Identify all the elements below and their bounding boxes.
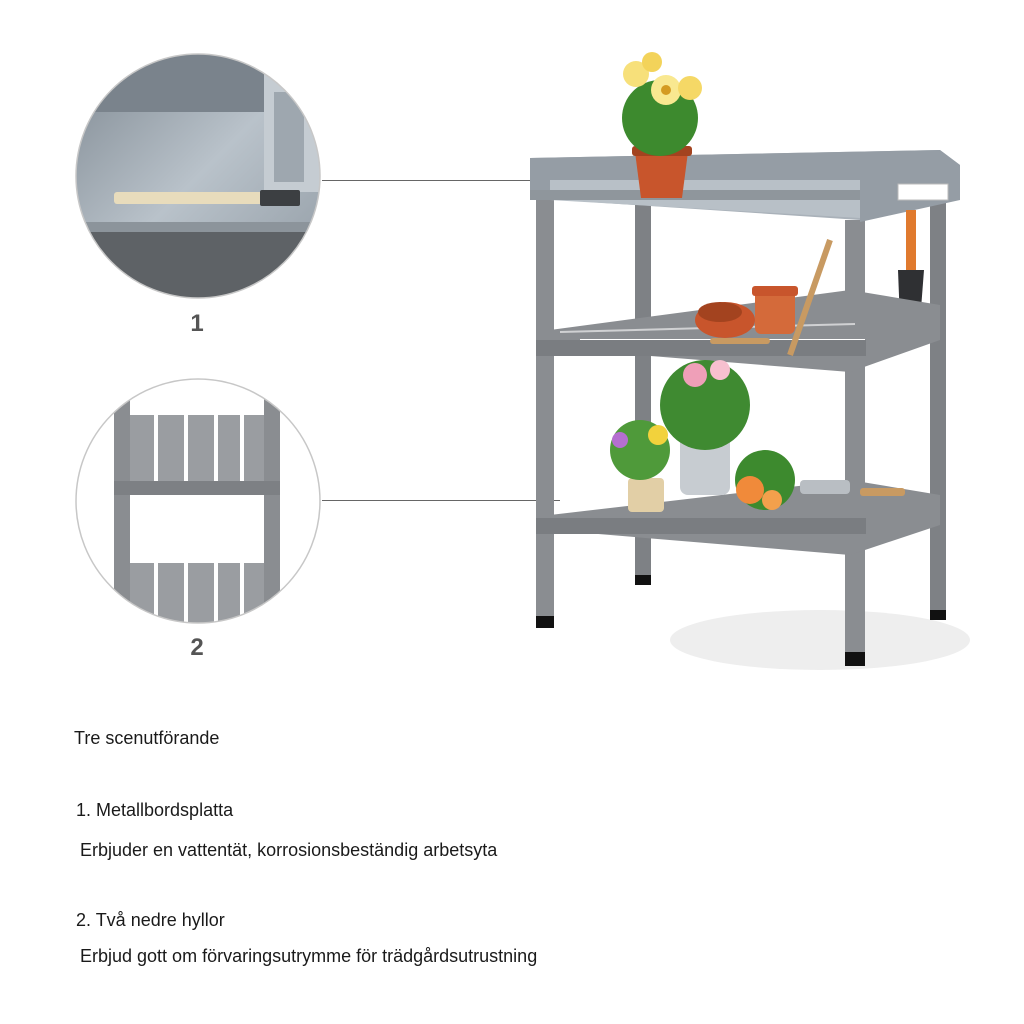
feature-1-text: Erbjuder en vattentät, korrosionsbeständ… xyxy=(80,840,498,860)
callout-number-2: 2 xyxy=(190,634,204,661)
potting-bench-image xyxy=(520,40,970,680)
front-leg-left xyxy=(536,200,554,625)
callout-number-1: 1 xyxy=(190,310,204,337)
lower-shelf xyxy=(550,480,940,555)
feature-1-title: 1. Metallbordsplatta xyxy=(76,800,234,820)
top-flower-pot xyxy=(635,152,688,198)
feature-2-title: 2. Två nedre hyllor xyxy=(76,910,225,930)
description-heading: Tre scenutförande xyxy=(74,728,220,748)
feature-2-text: Erbjud gott om förvaringsutrymme för trä… xyxy=(80,946,538,966)
back-leg-right xyxy=(930,190,946,620)
leader-line-2 xyxy=(322,500,560,501)
front-leg-right xyxy=(845,220,865,665)
detail-circle-metal-top xyxy=(74,52,322,300)
leader-line-1 xyxy=(322,180,532,181)
detail-circle-shelves xyxy=(74,377,322,625)
